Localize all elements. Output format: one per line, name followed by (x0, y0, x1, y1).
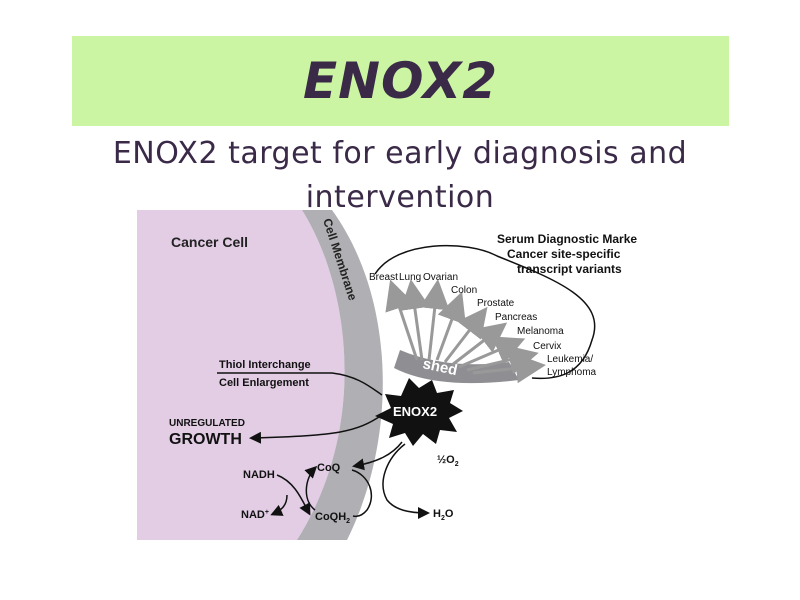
serum-markers-line1: Serum Diagnostic Markers (497, 232, 637, 246)
nadh-label: NADH (243, 469, 275, 481)
unregulated-label: UNREGULATED (169, 418, 245, 429)
site-ovarian: Ovarian (423, 272, 458, 283)
half-o2-label: ½O2 (437, 454, 459, 468)
shed-label: shed (421, 355, 459, 379)
coqh2-label: CoQH2 (315, 511, 350, 525)
shed-arrows (385, 279, 546, 384)
shed-band (394, 350, 519, 384)
cell-membrane (297, 210, 383, 540)
site-melanoma: Melanoma (517, 326, 564, 337)
nad-label: NAD+ (241, 509, 269, 521)
cancer-cell-label: Cancer Cell (171, 234, 248, 250)
site-prostate: Prostate (477, 298, 515, 309)
markers-brace (374, 244, 596, 380)
coq-label: CoQ (317, 462, 341, 474)
oxygen-arrow (382, 443, 430, 519)
coq-return-arrow (304, 465, 318, 511)
site-leukemia: Leukemia/ (547, 354, 593, 365)
serum-markers-line2: Cancer site-specific (507, 247, 621, 261)
nadh-arrow (276, 474, 311, 516)
thiol-interchange-label: Thiol Interchange (219, 359, 311, 371)
site-pancreas: Pancreas (495, 312, 537, 323)
serum-markers-line3: transcript variants (517, 262, 622, 276)
thiol-connector (217, 372, 383, 396)
enox2-diagram: Cancer Cell Cell Membrane Serum Diagnost… (137, 210, 637, 540)
cancer-cell-region (137, 210, 345, 540)
site-colon: Colon (451, 285, 477, 296)
enox2-starburst (375, 378, 463, 446)
site-breast: Breast (369, 272, 398, 283)
site-lymphoma: Lymphoma (547, 367, 597, 378)
enox2-label: ENOX2 (393, 404, 437, 419)
site-cervix: Cervix (533, 341, 561, 352)
h2o-label: H2O (433, 508, 454, 522)
growth-label: GROWTH (169, 431, 242, 448)
cell-enlargement-label: Cell Enlargement (219, 377, 309, 389)
page-subtitle: ENOX2 target for early diagnosis and int… (112, 136, 688, 215)
page-title: ENOX2 (302, 52, 499, 110)
nad-arrow (270, 494, 288, 516)
coq-cycle-arrow (351, 469, 373, 518)
site-lung: Lung (399, 272, 421, 283)
enox2-to-coq-arrow (352, 441, 403, 471)
title-banner: ENOX2 (72, 36, 729, 126)
growth-arrow (249, 414, 383, 444)
